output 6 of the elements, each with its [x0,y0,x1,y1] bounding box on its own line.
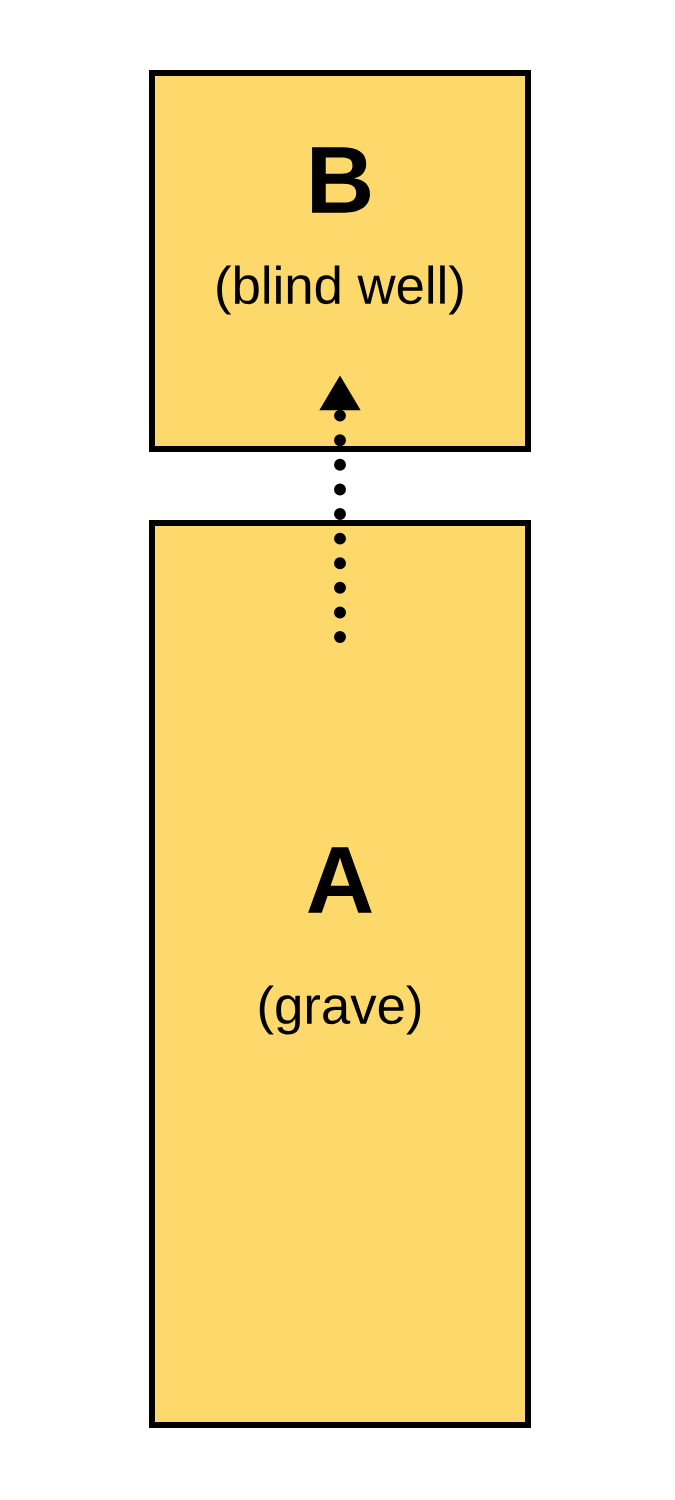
box-letter: B [312,147,370,213]
box [149,70,531,452]
box-caption: (blind well) [217,265,463,315]
box-caption: (grave) [259,985,421,1035]
box-letter: A [308,847,372,913]
box [149,520,531,1428]
